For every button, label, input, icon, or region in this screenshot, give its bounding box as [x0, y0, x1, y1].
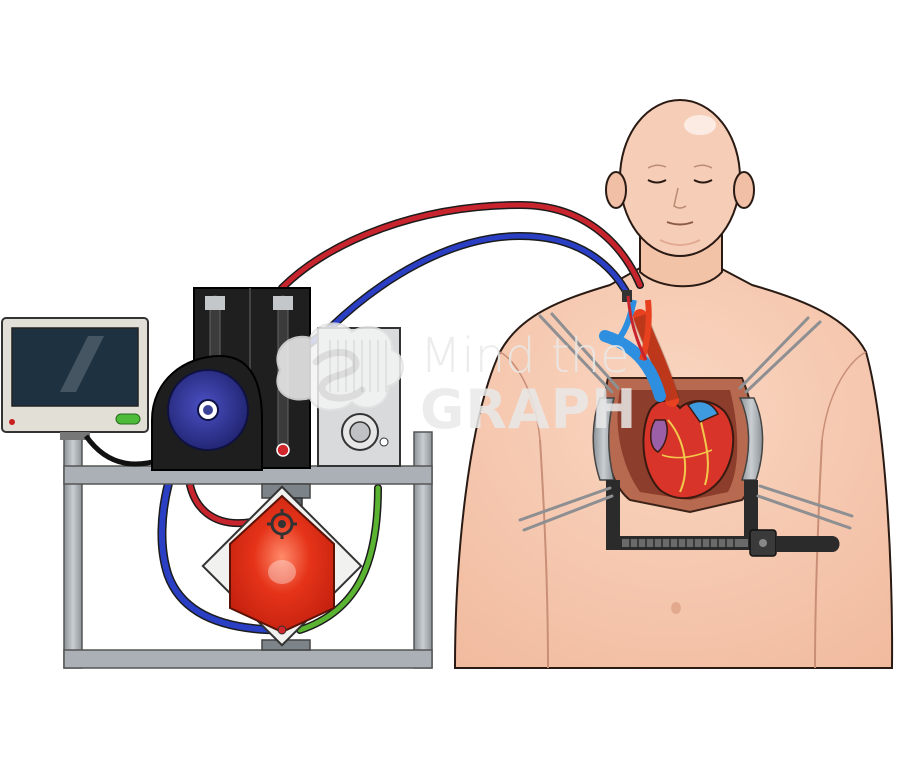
heart-icon — [642, 399, 735, 500]
patient-head — [619, 99, 741, 257]
roller-pump-icon — [151, 354, 263, 471]
monitor-icon — [1, 317, 161, 467]
brand-logo-icon — [276, 322, 404, 411]
sternal-retractor-icon — [518, 312, 854, 557]
oxygenator-icon — [201, 485, 363, 647]
gear-icon — [267, 509, 297, 539]
watermark: Mind the GRAPH — [276, 322, 637, 441]
open-chest — [599, 299, 757, 514]
watermark-line1: Mind the — [420, 328, 630, 384]
watermark-line2: GRAPH — [420, 378, 637, 441]
